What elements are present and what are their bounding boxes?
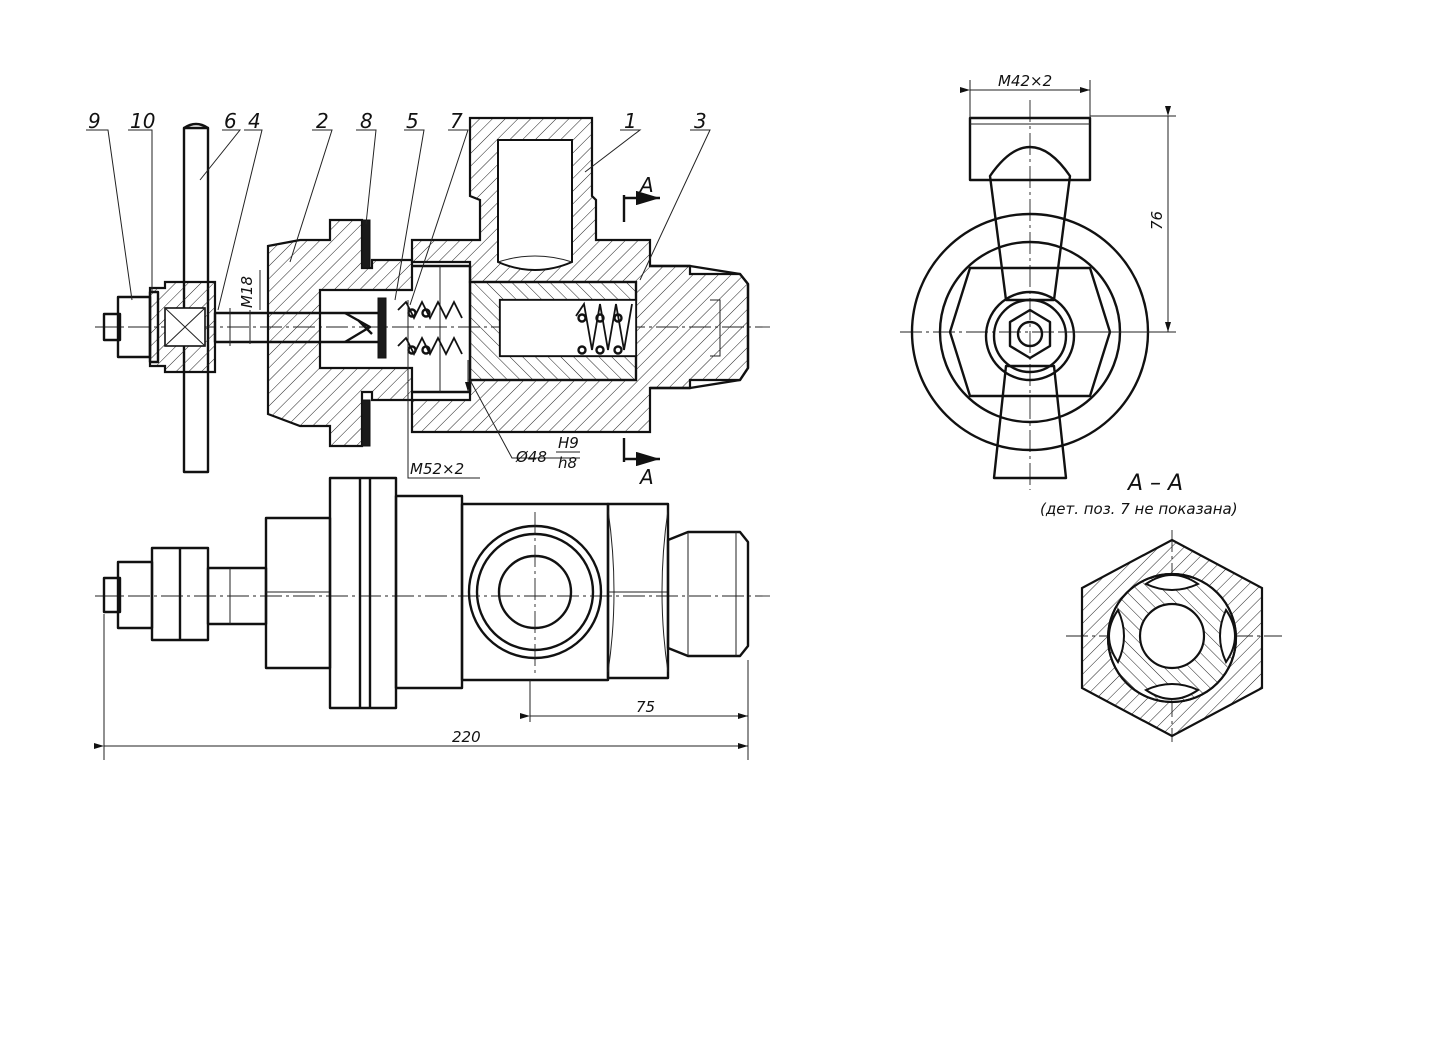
position-label-10: 10	[130, 109, 155, 133]
dim-75: 75	[636, 698, 655, 716]
spring-right	[575, 301, 633, 355]
dim-76: 76	[1148, 211, 1166, 230]
gasket-part-8-top	[361, 219, 371, 269]
position-label-9: 9	[88, 109, 101, 133]
dim-d48: Ø48	[515, 448, 547, 466]
position-label-4: 4	[248, 109, 261, 133]
housing-part-1	[410, 116, 750, 434]
dim-fit-hole: H9	[558, 434, 579, 452]
leader-lines	[86, 129, 711, 311]
section-mark-a-bottom: A	[638, 465, 654, 489]
position-label-7: 7	[450, 109, 463, 133]
stem-end	[102, 312, 122, 342]
section-title: А – А	[1126, 471, 1183, 496]
section-mark-a-top: A	[638, 173, 654, 197]
position-label-2: 2	[316, 109, 329, 133]
position-label-1: 1	[624, 109, 637, 133]
position-label-3: 3	[694, 109, 707, 133]
gasket-part-8-bottom	[361, 399, 371, 447]
side-view: M42×2 76	[900, 72, 1176, 490]
section-a-a-view: А – А (дет. поз. 7 не показана)	[1040, 471, 1282, 742]
section-note: (дет. поз. 7 не показана)	[1040, 500, 1238, 518]
dim-220: 220	[452, 728, 481, 746]
washer-part-10	[148, 290, 160, 364]
dim-m18: M18	[238, 276, 256, 308]
position-label-6: 6	[224, 109, 237, 133]
union-nut-part-2	[266, 218, 414, 448]
plan-view: 75 220	[94, 476, 770, 760]
main-section-view: 9 10 6 4 2 8 5 7 1 3 M18 M52×2 Ø48 H9 h8…	[86, 109, 770, 489]
dim-fit-shaft: h8	[558, 454, 577, 472]
position-label-8: 8	[360, 109, 373, 133]
dim-m52x2: M52×2	[410, 460, 464, 478]
dim-m42x2: M42×2	[998, 72, 1052, 90]
position-label-5: 5	[406, 109, 419, 133]
